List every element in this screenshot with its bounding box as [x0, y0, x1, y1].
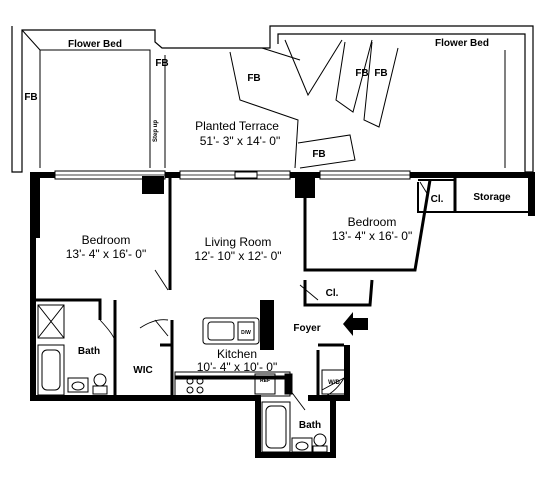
washer-dryer-label: W/D	[328, 380, 340, 386]
bedroom-left-dims: 13'- 4" x 16'- 0"	[66, 247, 146, 261]
kitchen-name: Kitchen	[217, 347, 257, 361]
closet-walls	[417, 182, 455, 213]
bedroom-right-dims: 13'- 4" x 16'- 0"	[332, 229, 412, 243]
flower-bed-right-label: Flower Bed	[435, 38, 489, 49]
flower-bed-left-label: Flower Bed	[68, 39, 122, 50]
bath-left-fixtures	[37, 304, 108, 396]
living-room-dims: 12'- 10" x 12'- 0"	[194, 249, 281, 263]
fb-left-label: FB	[24, 92, 37, 103]
terrace-name: Planted Terrace	[195, 119, 279, 133]
step-up-label: Step up	[153, 120, 159, 142]
bath-lower-label: Bath	[299, 420, 321, 431]
bedroom-right-name: Bedroom	[348, 215, 397, 229]
closet-mid-label: Cl.	[326, 288, 339, 299]
storage-label: Storage	[473, 192, 511, 203]
living-room-name: Living Room	[205, 235, 272, 249]
entry-arrow-icon	[343, 312, 368, 336]
kitchen-fixtures	[174, 317, 293, 397]
dishwasher-label: D/W	[241, 330, 251, 336]
terrace-dims: 51'- 3" x 14'- 0"	[200, 134, 280, 148]
closet-top-label: Cl.	[431, 194, 444, 205]
refrigerator-label: REF	[260, 378, 270, 384]
interior-walls	[36, 178, 535, 398]
wic-label: WIC	[133, 365, 152, 376]
bedroom-left-name: Bedroom	[82, 233, 131, 247]
fb-upper-left-label: FB	[155, 58, 168, 69]
fb-right-b-label: FB	[374, 68, 387, 79]
fb-right-a-label: FB	[355, 68, 368, 79]
bath-left-label: Bath	[78, 346, 100, 357]
bath-lower-fixtures	[261, 369, 347, 453]
fb-center-label: FB	[247, 73, 260, 84]
fb-bottom-label: FB	[312, 149, 325, 160]
kitchen-dims: 10'- 4" x 10'- 0"	[197, 360, 277, 374]
foyer-label: Foyer	[293, 323, 320, 334]
terrace-outline	[11, 25, 534, 173]
structural-columns	[30, 232, 274, 350]
exterior-walls	[30, 170, 535, 458]
